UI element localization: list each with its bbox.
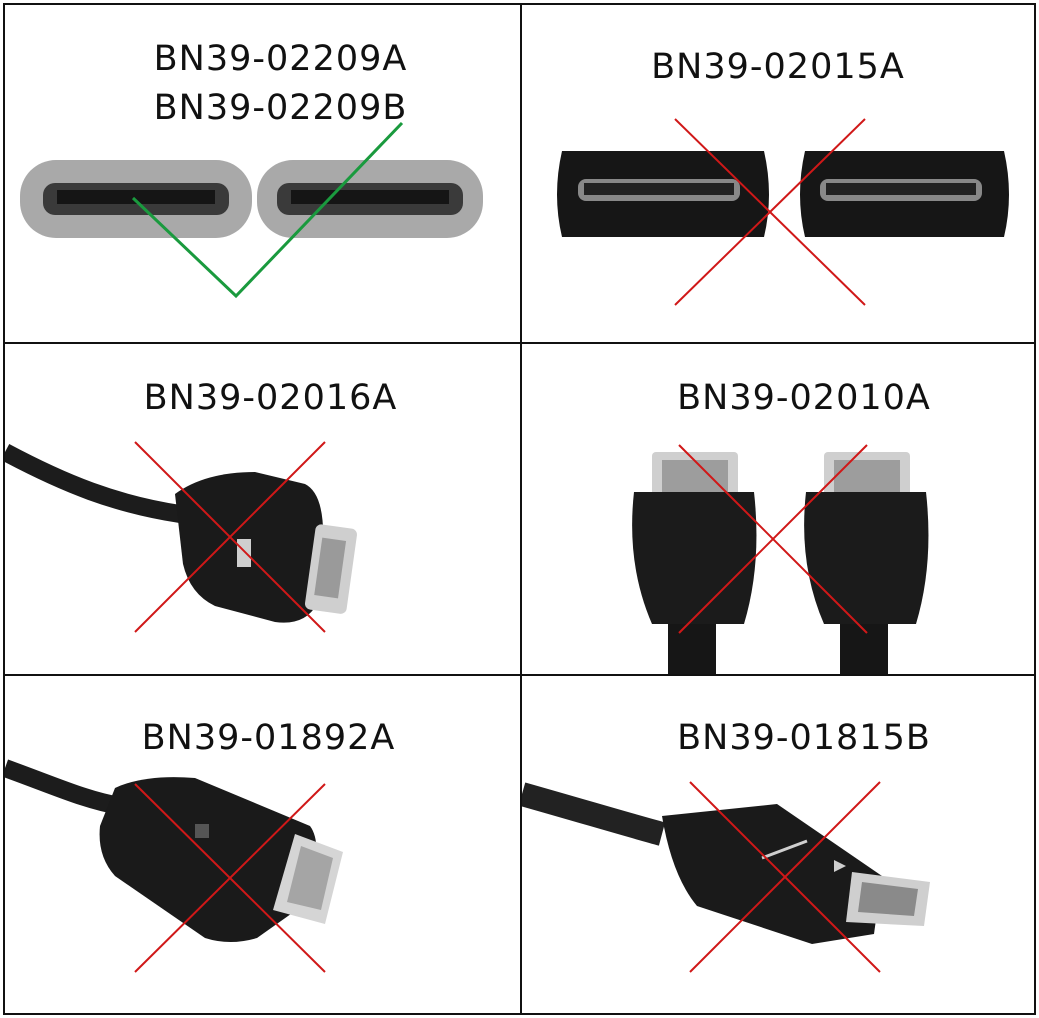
cell-bn39-01815b: BN39-01815B — [522, 676, 1034, 1015]
cross-icon — [134, 441, 326, 633]
cable-connector-image — [5, 759, 343, 973]
connector-comparison-table: BN39-02209A BN39-02209B BN39-02015A — [3, 3, 1036, 1015]
row-divider — [5, 342, 1034, 344]
part-number-label: BN39-01815B — [677, 718, 931, 758]
column-divider — [520, 5, 522, 1013]
cross-icon — [134, 783, 326, 973]
cell-bn39-02010a: BN39-02010A — [522, 344, 1034, 674]
part-number-label: BN39-02015A — [651, 47, 905, 87]
cross-icon — [689, 781, 881, 973]
cell-bn39-01892a: BN39-01892A — [5, 676, 520, 1015]
cable-connector-pair-image — [632, 444, 929, 674]
cell-bn39-02015a: BN39-02015A — [522, 5, 1034, 342]
part-number-label: BN39-01892A — [141, 718, 396, 758]
cell-bn39-02016a: BN39-02016A — [5, 344, 520, 674]
part-number-label: BN39-02209B — [153, 88, 408, 128]
cell-bn39-02209: BN39-02209A BN39-02209B — [5, 5, 520, 342]
part-number-label: BN39-02010A — [677, 378, 931, 418]
cable-connector-image — [5, 441, 357, 633]
checkmark-icon — [131, 121, 404, 299]
row-divider — [5, 674, 1034, 676]
hdmi-port-pair-image — [20, 121, 483, 299]
mini-port-pair-image — [557, 118, 1009, 306]
part-number-label: BN39-02209A — [153, 39, 408, 79]
cross-icon — [674, 118, 866, 306]
part-number-label: BN39-02016A — [143, 378, 398, 418]
cable-connector-image — [522, 781, 930, 973]
cross-icon — [678, 444, 868, 634]
